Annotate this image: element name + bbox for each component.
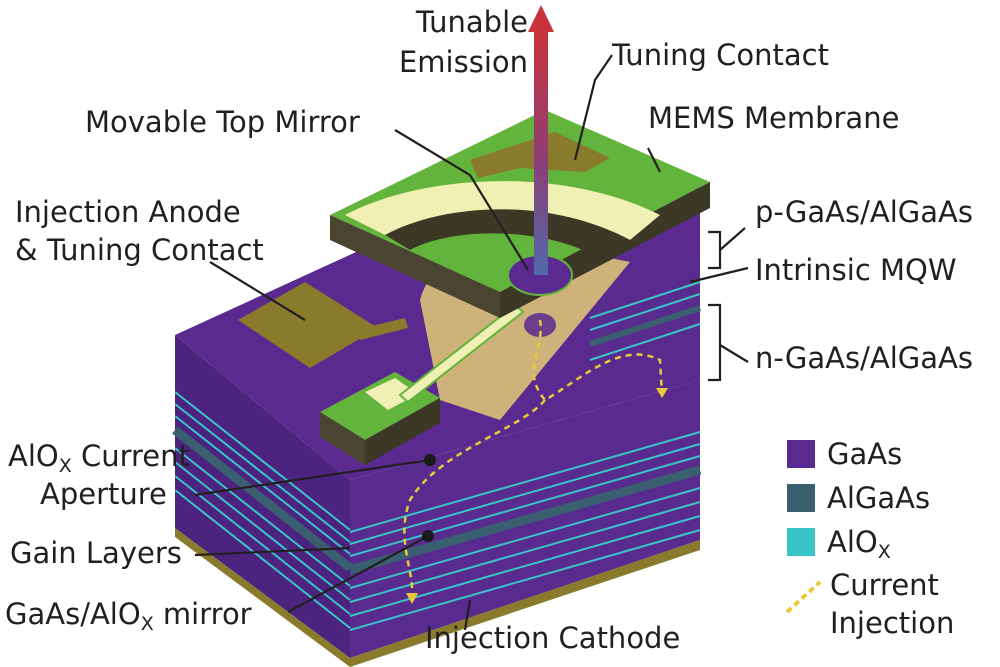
label-gain-layers: Gain Layers [10, 536, 182, 570]
label-mems-membrane: MEMS Membrane [648, 101, 899, 135]
label-tunable-emission-2: Emission [399, 45, 528, 79]
legend-label-current-1: Current [830, 568, 939, 602]
legend-swatch-algaas [787, 484, 815, 512]
legend-label-algaas: AlGaAs [827, 481, 930, 515]
label-injection-cathode: Injection Cathode [425, 621, 680, 655]
anode-lead [355, 318, 408, 340]
injection-anode-pad [238, 282, 378, 368]
current-path-top [532, 319, 664, 402]
current-paths [403, 319, 668, 604]
tether-front [398, 303, 525, 404]
legend-label-alox: AlOX [827, 525, 891, 563]
label-aperture-1: AlOX Current [8, 439, 190, 477]
current-path-bottom [403, 399, 546, 601]
label-p-layers: p-GaAs/AlGaAs [755, 195, 973, 229]
aperture-dot [424, 454, 436, 466]
top-surface [238, 110, 710, 465]
leader-lines [194, 54, 749, 631]
label-injection-anode-2: & Tuning Contact [15, 233, 264, 267]
membrane-arm-side [320, 412, 365, 465]
legend-current-icon [785, 580, 822, 614]
label-n-layers: n-GaAs/AlGaAs [755, 341, 973, 375]
membrane-arm-pale [365, 378, 418, 410]
mems-membrane-left [330, 215, 500, 318]
emission-arrowhead [528, 5, 554, 32]
emission-beam [528, 5, 554, 275]
membrane-arm-side-r [365, 398, 440, 465]
label-tuning-contact: Tuning Contact [611, 38, 829, 72]
membrane-arc [345, 181, 660, 240]
label-movable-top-mirror: Movable Top Mirror [85, 105, 360, 139]
mirror-dot [422, 530, 434, 542]
legend-label-current-2: Injection [830, 606, 954, 640]
label-intrinsic-mqw: Intrinsic MQW [755, 253, 957, 287]
upper-right-face [590, 255, 700, 410]
label-aperture-2: Aperture [40, 477, 167, 511]
legend-swatch-gaas [787, 440, 815, 468]
membrane-hollow [385, 209, 630, 258]
legend: GaAs AlGaAs AlOX Current Injection [785, 437, 954, 640]
label-tunable-emission-1: Tunable [415, 5, 528, 39]
label-injection-anode-1: Injection Anode [15, 195, 241, 229]
legend-label-gaas: GaAs [827, 437, 902, 471]
right-face-layers [348, 431, 702, 631]
cathode-strip [175, 528, 700, 667]
legend-swatch-alox [787, 528, 815, 556]
labels: Tunable Emission Tuning Contact MEMS Mem… [5, 5, 973, 655]
label-mirror: GaAs/AlOX mirror [5, 597, 252, 635]
